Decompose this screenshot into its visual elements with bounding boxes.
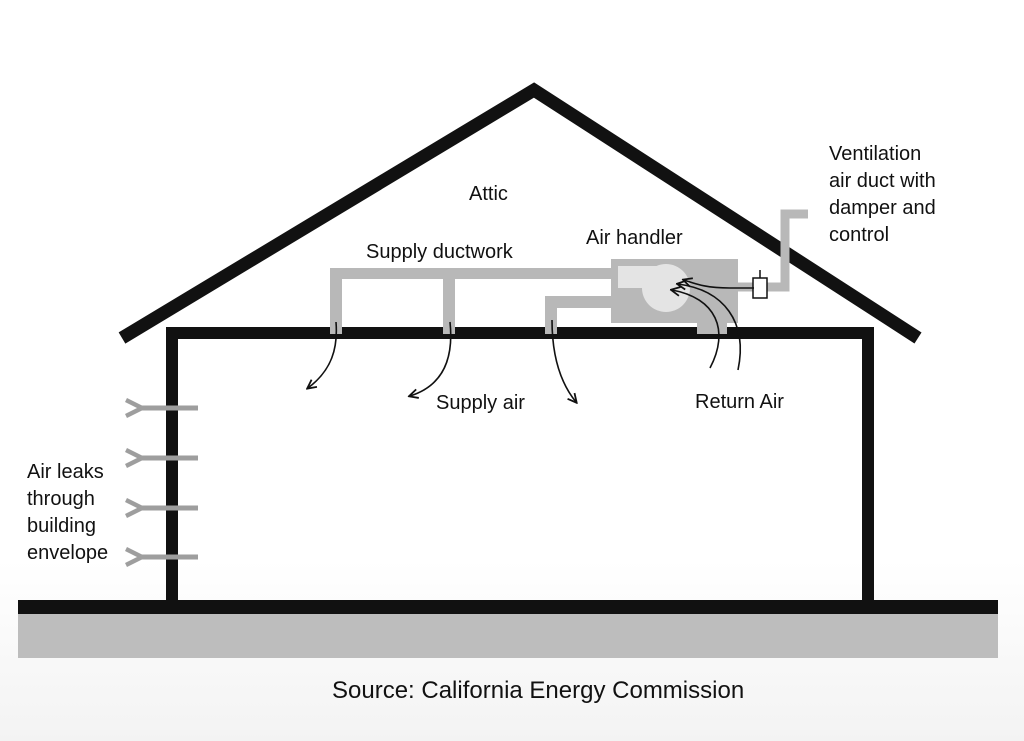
label-return-air: Return Air xyxy=(695,391,784,413)
supply-ductwork xyxy=(330,268,615,334)
fresh-air-arrow xyxy=(684,280,754,289)
air-leak-arrows xyxy=(140,408,198,557)
supply-air-arrow-2 xyxy=(410,321,452,396)
ventilation-line-4: control xyxy=(829,224,890,246)
supply-air-arrow-1 xyxy=(308,321,338,388)
damper xyxy=(752,277,768,299)
return-air-arrow-1 xyxy=(672,290,720,369)
label-air-leaks: Air leaks through building envelope xyxy=(27,459,108,567)
air-handler xyxy=(611,259,738,334)
ventilation-duct xyxy=(735,209,808,299)
ventilation-line-1: Ventilation xyxy=(829,143,922,165)
supply-air-arrows xyxy=(308,319,576,402)
roof xyxy=(118,82,922,344)
ventilation-line-2: air duct with xyxy=(829,170,936,192)
label-supply-air: Supply air xyxy=(436,392,525,414)
label-attic: Attic xyxy=(469,183,508,205)
ground-line xyxy=(18,600,998,614)
label-air-handler: Air handler xyxy=(586,227,683,249)
air-leaks-line-1: Air leaks xyxy=(27,461,104,483)
house-walls xyxy=(166,327,874,606)
ground xyxy=(18,612,998,658)
return-air-arrows xyxy=(672,280,754,371)
source-caption: Source: California Energy Commission xyxy=(332,677,745,704)
air-leaks-line-3: building xyxy=(27,515,96,537)
air-leaks-line-2: through xyxy=(27,488,95,510)
supply-air-arrow-3 xyxy=(551,319,576,402)
air-leaks-line-4: envelope xyxy=(27,542,109,564)
label-supply-ductwork: Supply ductwork xyxy=(366,241,513,263)
ventilation-line-3: damper and xyxy=(829,197,936,219)
label-ventilation: Ventilation air duct with damper and con… xyxy=(829,141,936,249)
